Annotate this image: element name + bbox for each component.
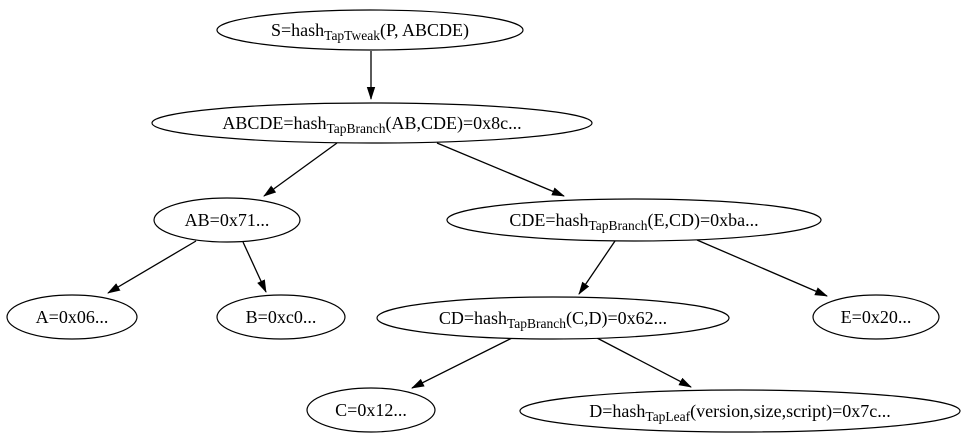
node-ABCDE: ABCDE=hashTapBranch(AB,CDE)=0x8c... — [151, 102, 593, 144]
node-S-label: S=hashTapTweak(P, ABCDE) — [271, 20, 469, 43]
node-A-ellipse — [6, 294, 138, 340]
node-C-label: C=0x12... — [335, 400, 407, 420]
node-B-ellipse — [216, 294, 346, 340]
edges-layer — [107, 51, 828, 389]
edge-ABCDE-CDE — [436, 142, 565, 197]
node-AB-label: AB=0x71... — [185, 210, 270, 230]
edge-CDE-CD — [578, 240, 616, 295]
node-CD-ellipse — [376, 296, 730, 340]
node-AB-ellipse — [153, 197, 301, 243]
node-C-ellipse — [306, 387, 436, 433]
edge-AB-B — [242, 241, 267, 293]
node-E-label: E=0x20... — [841, 307, 912, 327]
node-D-label: D=hashTapLeaf(version,size,script)=0x7c.… — [589, 401, 891, 424]
node-C: C=0x12... — [306, 387, 436, 433]
node-A-label: A=0x06... — [36, 307, 109, 327]
node-AB: AB=0x71... — [153, 197, 301, 243]
edge-CD-C — [411, 337, 513, 389]
edge-ABCDE-AB — [263, 142, 338, 197]
node-B-label: B=0xc0... — [246, 307, 317, 327]
nodes-layer: S=hashTapTweak(P, ABCDE) ABCDE=hashTapBr… — [6, 9, 961, 433]
node-E-ellipse — [812, 294, 940, 340]
node-CDE-ellipse — [446, 198, 822, 242]
node-D: D=hashTapLeaf(version,size,script)=0x7c.… — [519, 389, 961, 433]
node-S: S=hashTapTweak(P, ABCDE) — [216, 9, 524, 51]
node-CD-label: CD=hashTapBranch(C,D)=0x62... — [439, 308, 667, 331]
node-ABCDE-label: ABCDE=hashTapBranch(AB,CDE)=0x8c... — [222, 113, 521, 136]
node-ABCDE-ellipse — [151, 102, 593, 144]
node-A: A=0x06... — [6, 294, 138, 340]
node-D-ellipse — [519, 389, 961, 433]
edge-AB-A — [107, 240, 197, 294]
node-CD: CD=hashTapBranch(C,D)=0x62... — [376, 296, 730, 340]
node-CDE: CDE=hashTapBranch(E,CD)=0xba... — [446, 198, 822, 242]
node-E: E=0x20... — [812, 294, 940, 340]
edge-CDE-E — [696, 239, 828, 297]
node-CDE-label: CDE=hashTapBranch(E,CD)=0xba... — [509, 210, 758, 233]
node-S-ellipse — [216, 9, 524, 51]
edge-CD-D — [596, 337, 692, 388]
node-B: B=0xc0... — [216, 294, 346, 340]
